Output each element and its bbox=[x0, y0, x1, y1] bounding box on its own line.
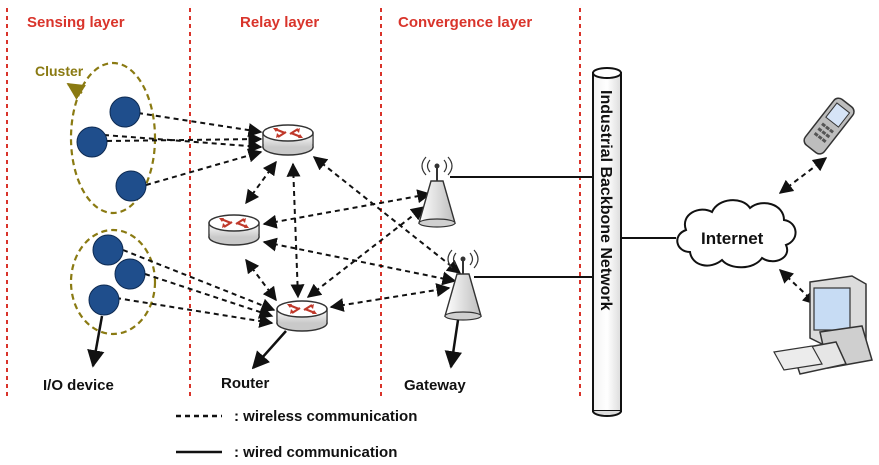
wireless-link bbox=[306, 206, 426, 298]
legend-wired-label: : wired communication bbox=[234, 444, 397, 461]
internet-label: Internet bbox=[701, 229, 764, 248]
layer-title-convergence: Convergence layer bbox=[398, 14, 532, 31]
wireless-link bbox=[778, 157, 828, 194]
sensor-nodes bbox=[76, 96, 147, 316]
desktop-computer-icon bbox=[773, 275, 873, 375]
wireless-link bbox=[106, 132, 263, 147]
router-top bbox=[261, 123, 315, 157]
gateway-pointer bbox=[444, 319, 462, 369]
gateway-top bbox=[418, 156, 456, 228]
wireless-link bbox=[144, 273, 274, 319]
wireless-link bbox=[262, 189, 432, 229]
sensor-node bbox=[115, 170, 147, 202]
cluster-outline-top bbox=[69, 61, 157, 215]
wired-links bbox=[450, 176, 676, 278]
gateway-bottom bbox=[444, 249, 482, 321]
router-bottom bbox=[275, 299, 329, 333]
legend-wireless-label: : wireless communication bbox=[234, 408, 417, 425]
sensor-node bbox=[76, 126, 108, 158]
wireless-link bbox=[329, 283, 451, 312]
wireless-link bbox=[145, 148, 263, 186]
router-label: Router bbox=[221, 375, 269, 392]
router-middle bbox=[207, 213, 261, 247]
wireless-link bbox=[262, 237, 457, 286]
layer-title-sensing: Sensing layer bbox=[27, 14, 125, 31]
gateway-label: Gateway bbox=[404, 377, 466, 394]
wireless-links bbox=[103, 112, 828, 328]
layer-title-relay: Relay layer bbox=[240, 14, 319, 31]
backbone-label: Industrial Backbone Network bbox=[597, 90, 614, 311]
cluster-outline-bottom bbox=[69, 228, 157, 336]
router-pointer bbox=[251, 330, 287, 370]
legend: : wireless communication : wired communi… bbox=[176, 408, 417, 461]
sensor-node bbox=[92, 234, 124, 266]
io-device-pointer bbox=[87, 315, 105, 368]
wireless-link bbox=[245, 160, 277, 205]
sensor-node bbox=[88, 284, 120, 316]
internet-cloud: Internet bbox=[676, 199, 797, 269]
wireless-link bbox=[286, 162, 305, 299]
wireless-link bbox=[245, 258, 277, 302]
cluster-label: Cluster bbox=[35, 63, 84, 79]
io-device-label: I/O device bbox=[43, 377, 114, 394]
label-pointers bbox=[87, 315, 462, 370]
sensor-node bbox=[114, 258, 146, 290]
cluster-pointer-arrow bbox=[66, 82, 86, 100]
sensor-node bbox=[109, 96, 141, 128]
wireless-link bbox=[137, 112, 263, 137]
industrial-backbone-network: Industrial Backbone Network bbox=[592, 67, 622, 417]
wireless-link bbox=[115, 297, 274, 328]
mobile-phone-icon bbox=[803, 97, 855, 155]
wireless-link bbox=[122, 249, 276, 312]
